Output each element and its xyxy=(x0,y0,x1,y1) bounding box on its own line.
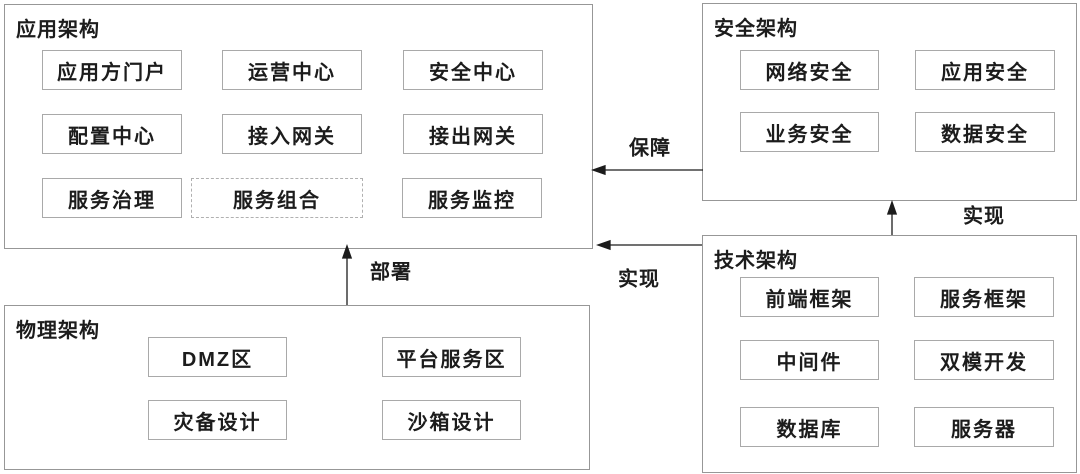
node-database: 数据库 xyxy=(740,407,879,447)
node-platform-service-zone: 平台服务区 xyxy=(382,337,521,377)
group-title-security: 安全架构 xyxy=(714,18,798,40)
node-operations-center: 运营中心 xyxy=(222,50,362,90)
node-config-center: 配置中心 xyxy=(42,114,182,154)
arrow-realize-to-application xyxy=(596,239,702,251)
arrow-realize-to-security xyxy=(886,200,898,235)
node-security-center: 安全中心 xyxy=(403,50,543,90)
node-dual-mode-development: 双模开发 xyxy=(914,340,1054,380)
node-service-composition: 服务组合 xyxy=(191,178,363,218)
node-app-portal: 应用方门户 xyxy=(42,50,182,90)
node-application-security: 应用安全 xyxy=(915,50,1055,90)
arrow-label-realize-to-application: 实现 xyxy=(618,268,660,291)
group-physical-architecture: 物理架构 xyxy=(4,305,590,470)
group-title-physical: 物理架构 xyxy=(16,320,100,342)
arrow-deploy xyxy=(341,244,353,305)
node-business-security: 业务安全 xyxy=(740,112,879,152)
node-service-governance: 服务治理 xyxy=(42,178,182,218)
node-frontend-framework: 前端框架 xyxy=(740,277,879,317)
node-middleware: 中间件 xyxy=(740,340,879,380)
node-inbound-gateway: 接入网关 xyxy=(222,114,362,154)
node-service-monitoring: 服务监控 xyxy=(402,178,542,218)
arrow-label-guarantee: 保障 xyxy=(629,137,671,160)
group-title-application: 应用架构 xyxy=(16,19,100,41)
arrow-label-deploy: 部署 xyxy=(370,261,412,284)
group-security-architecture: 安全架构 xyxy=(702,3,1077,201)
node-outbound-gateway: 接出网关 xyxy=(403,114,543,154)
node-dmz-zone: DMZ区 xyxy=(148,337,287,377)
arrow-guarantee xyxy=(591,164,703,176)
node-server: 服务器 xyxy=(914,407,1054,447)
node-sandbox-design: 沙箱设计 xyxy=(382,400,521,440)
group-title-technology: 技术架构 xyxy=(714,250,798,272)
node-data-security: 数据安全 xyxy=(915,112,1055,152)
arrow-label-realize-to-security: 实现 xyxy=(963,205,1005,228)
node-service-framework: 服务框架 xyxy=(914,277,1054,317)
node-disaster-recovery-design: 灾备设计 xyxy=(148,400,287,440)
node-network-security: 网络安全 xyxy=(740,50,879,90)
